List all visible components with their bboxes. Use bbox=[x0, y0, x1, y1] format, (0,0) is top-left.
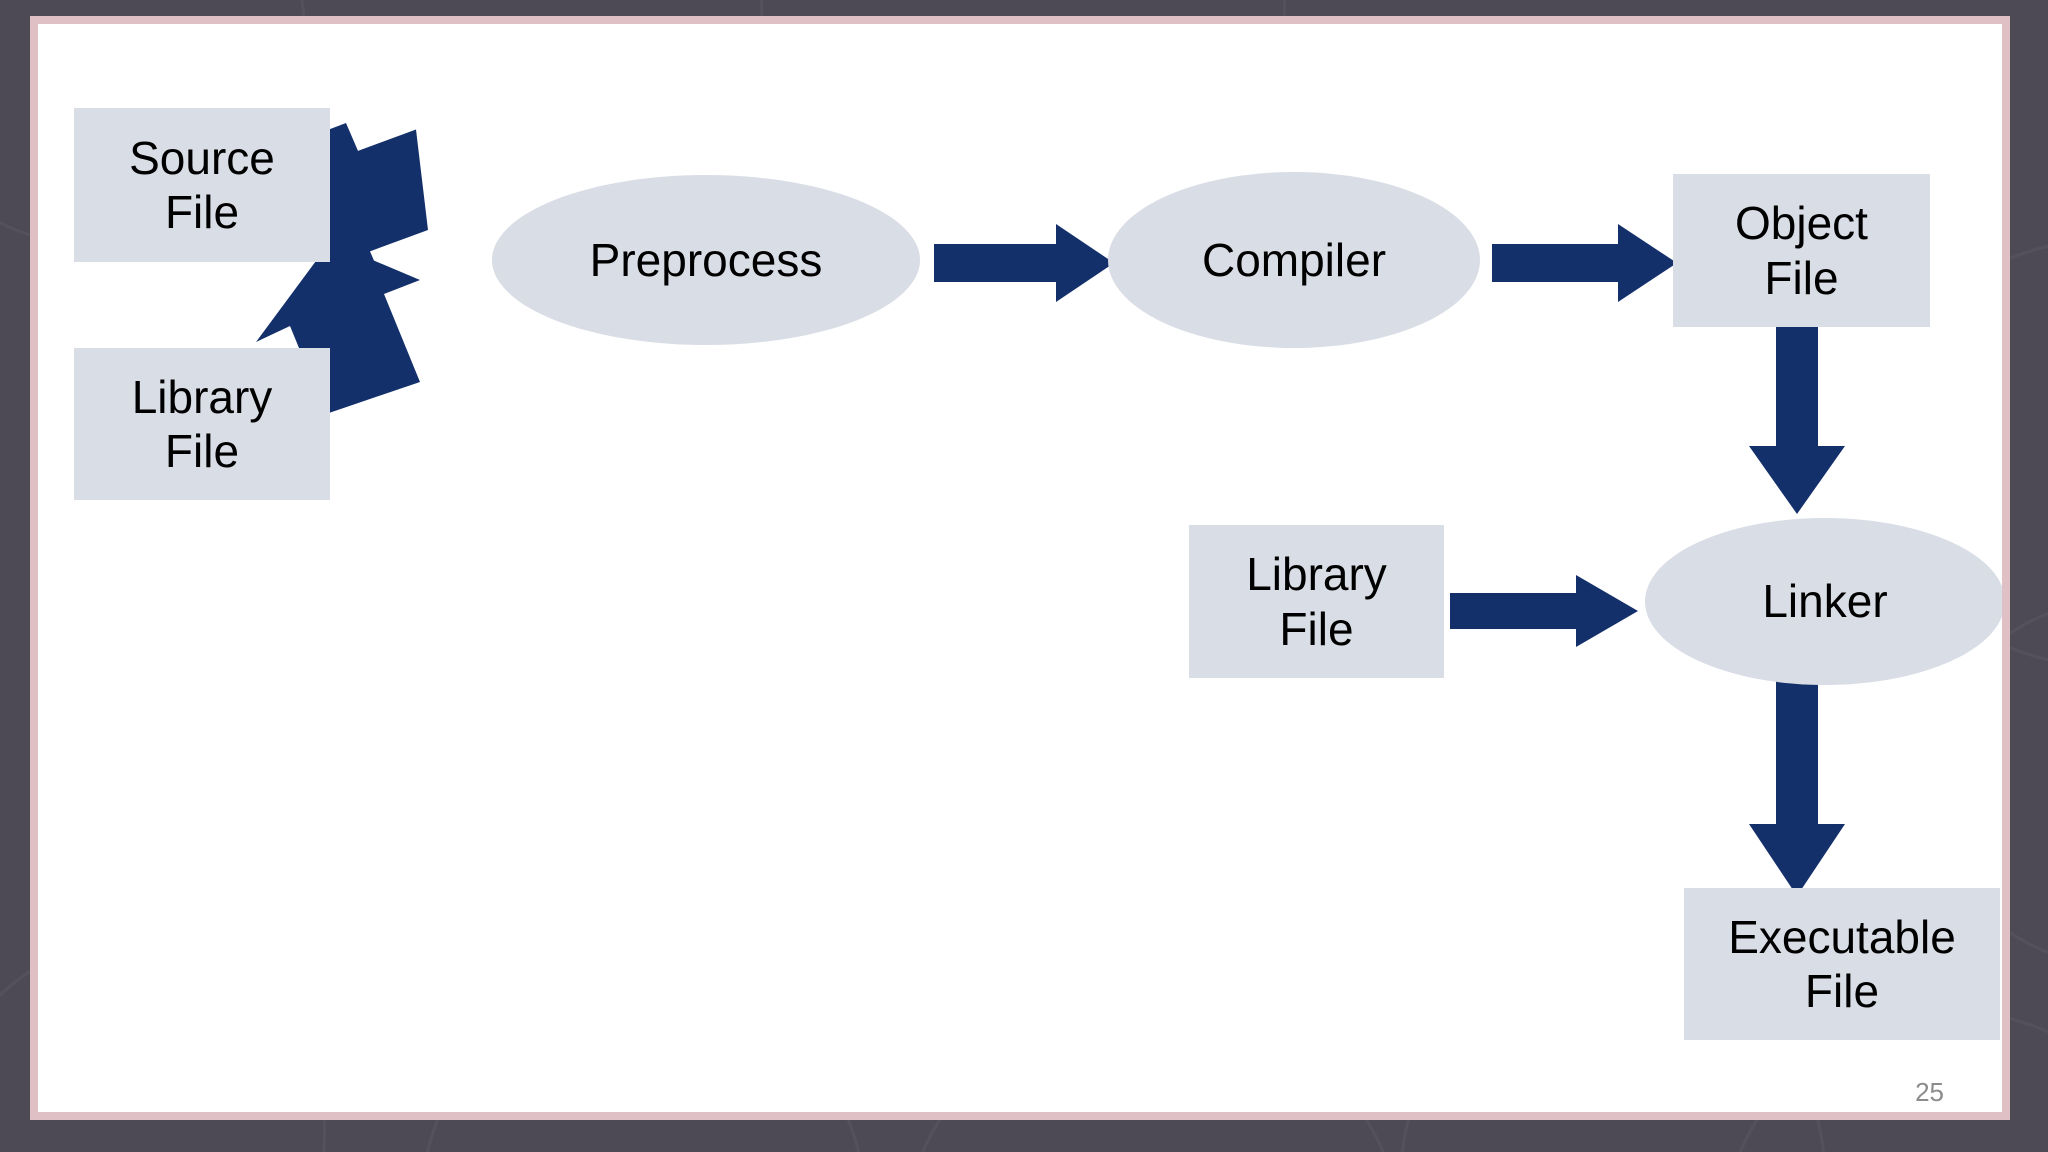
arrow-object-to-linker bbox=[1747, 320, 1847, 516]
arrow-preprocess-to-compiler bbox=[934, 224, 1114, 302]
node-preprocess-label: Preprocess bbox=[589, 233, 823, 286]
slide-canvas: Source File Library File Preprocess Comp… bbox=[38, 24, 2002, 1112]
node-library-file-2-label: Library File bbox=[1246, 548, 1387, 655]
node-compiler[interactable]: Compiler bbox=[1108, 172, 1480, 348]
node-linker[interactable]: Linker bbox=[1645, 518, 2002, 685]
node-compiler-label: Compiler bbox=[1201, 233, 1387, 286]
arrow-compiler-to-object bbox=[1492, 224, 1677, 302]
node-object-file-label: Object File bbox=[1735, 197, 1868, 304]
arrow-library2-to-linker bbox=[1450, 575, 1638, 647]
node-source-file[interactable]: Source File bbox=[74, 108, 330, 262]
node-object-file[interactable]: Object File bbox=[1673, 174, 1930, 327]
node-linker-label: Linker bbox=[1762, 575, 1888, 628]
page-number: 25 bbox=[1915, 1077, 1944, 1107]
node-executable-file[interactable]: Executable File bbox=[1684, 888, 2000, 1040]
node-library-file-1-label: Library File bbox=[131, 370, 273, 477]
node-library-file-1[interactable]: Library File bbox=[74, 348, 330, 500]
node-library-file-2[interactable]: Library File bbox=[1189, 525, 1444, 678]
arrow-linker-to-executable bbox=[1747, 672, 1847, 898]
arrow-library-to-preprocess bbox=[244, 242, 454, 414]
node-executable-file-label: Executable File bbox=[1728, 910, 1956, 1017]
node-source-file-label: Source File bbox=[129, 131, 275, 238]
node-preprocess[interactable]: Preprocess bbox=[492, 175, 920, 345]
